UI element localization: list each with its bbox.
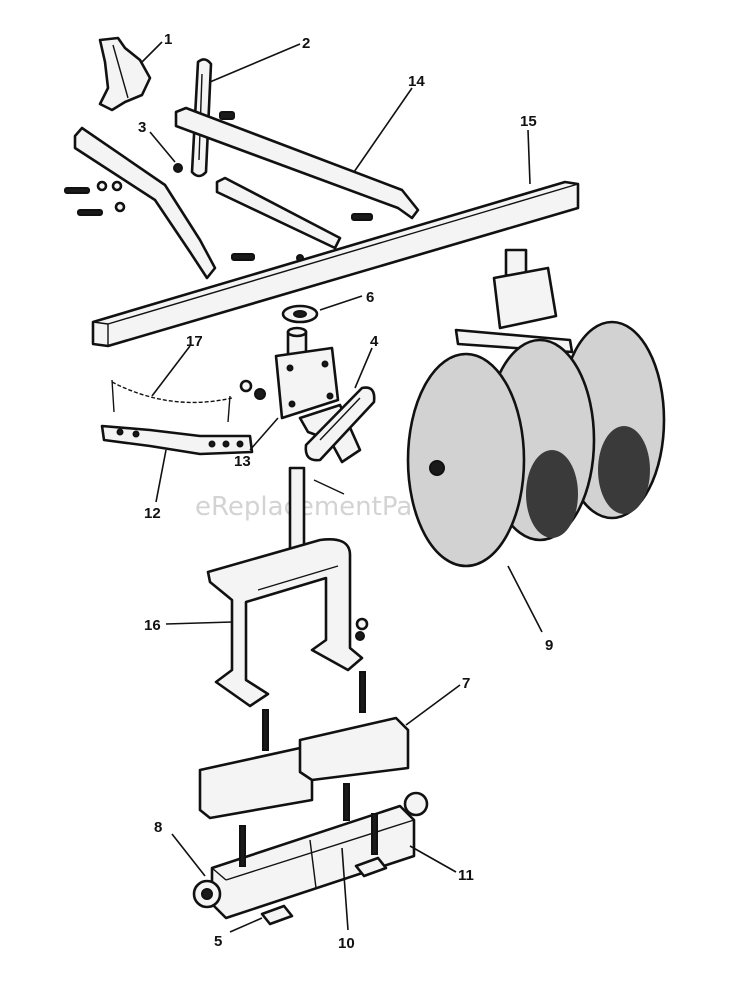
part-4-clamp-arm[interactable]: [304, 386, 376, 462]
callout-12: 12: [144, 505, 161, 522]
part-7-wear-pads[interactable]: [198, 716, 410, 820]
part-14-brace[interactable]: [174, 106, 420, 250]
part-13-mount-plate[interactable]: [239, 326, 362, 464]
callout-7: 7: [462, 675, 470, 692]
frame-bolts[interactable]: [262, 671, 366, 751]
callout-13: 13: [234, 453, 251, 470]
callout-labels: 1 2 3 4 5 6 7 8 9 10 11 12 13 14 15 16 1…: [138, 31, 553, 952]
part-16-frame[interactable]: [206, 466, 369, 708]
cotter-pin[interactable]: [313, 479, 345, 495]
callout-9: 9: [545, 637, 553, 654]
part-1-bracket[interactable]: [98, 36, 152, 112]
callout-8: 8: [154, 819, 162, 836]
callout-14: 14: [408, 73, 425, 90]
part-12-lift-bar[interactable]: [100, 424, 254, 456]
part-9-disc-gang[interactable]: [406, 248, 666, 568]
part-17-chain[interactable]: [111, 379, 233, 423]
callout-4: 4: [370, 333, 379, 350]
callout-15: 15: [520, 113, 537, 130]
callout-2: 2: [302, 35, 310, 52]
callout-10: 10: [338, 935, 355, 952]
callout-16: 16: [144, 617, 161, 634]
leader-lines: [141, 41, 543, 933]
part-3-hardware[interactable]: [64, 111, 373, 262]
callout-1: 1: [164, 31, 172, 48]
shaft-clamp-assembly[interactable]: [192, 783, 429, 926]
part-6-washer[interactable]: [281, 304, 319, 324]
callout-5: 5: [214, 933, 222, 950]
part-15-beam[interactable]: [91, 180, 580, 348]
callout-6: 6: [366, 289, 374, 306]
callout-11: 11: [458, 867, 474, 884]
left-brace-bar[interactable]: [73, 126, 217, 280]
callout-17: 17: [186, 333, 203, 350]
callout-3: 3: [138, 119, 146, 136]
